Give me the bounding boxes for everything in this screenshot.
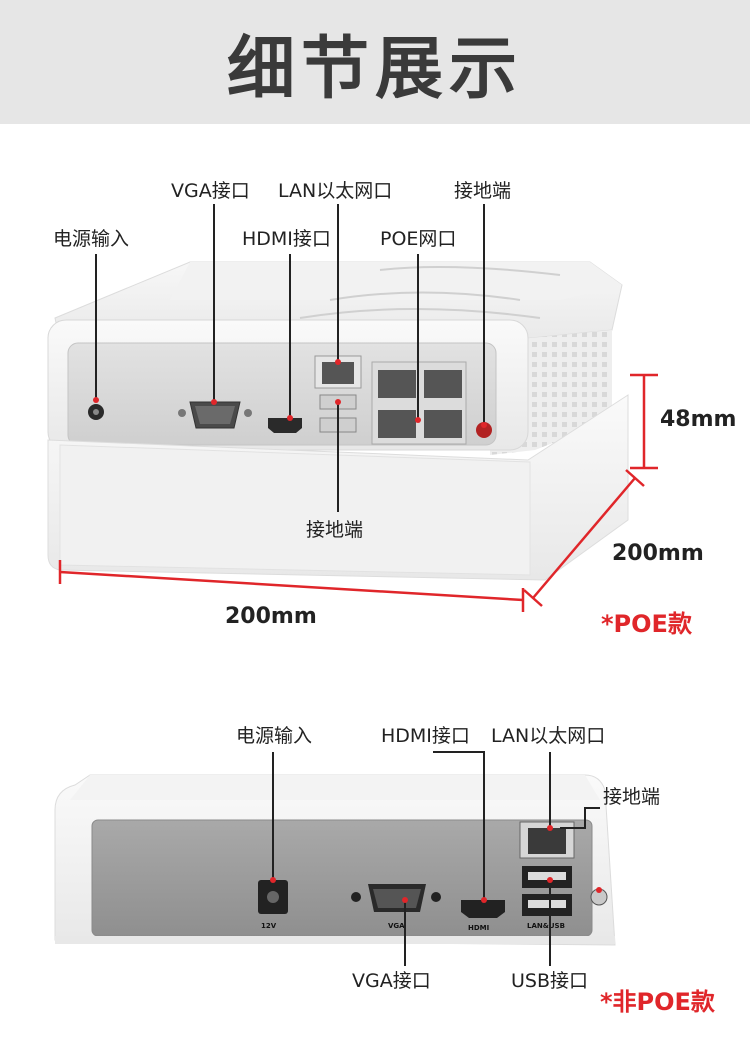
ground-terminal xyxy=(476,422,492,438)
dimension-depth: 200mm xyxy=(612,541,704,566)
lan-port xyxy=(322,362,354,384)
vga-port xyxy=(178,401,252,429)
label-usb-bottom: USB接口 xyxy=(511,970,589,992)
hdmi-port xyxy=(268,418,302,433)
label-vga-top: VGA接口 xyxy=(171,180,250,202)
rear-panel xyxy=(91,819,593,937)
label-poe-port: POE网口 xyxy=(380,228,457,250)
vga-port xyxy=(351,884,441,912)
variant-non-poe: *非POE款 xyxy=(600,988,715,1016)
label-ground-bottom: 接地端 xyxy=(603,786,661,808)
label-lan-bottom: LAN以太网口 xyxy=(491,725,606,747)
hdmi-port xyxy=(461,900,505,918)
dimension-width: 200mm xyxy=(225,604,317,629)
dimension-height: 48mm xyxy=(660,407,737,432)
panel-mark-power: 12V xyxy=(261,922,277,930)
label-hdmi-bottom: HDMI接口 xyxy=(381,725,470,747)
poe-nvr-device xyxy=(47,204,658,612)
non-poe-nvr-device: 12V VGA HDMI LAN&USB xyxy=(54,751,616,966)
header-banner: 细节展示 xyxy=(0,0,750,124)
panel-mark-vga: VGA xyxy=(388,922,405,930)
dimension-lines xyxy=(58,373,658,612)
label-power-top: 电源输入 xyxy=(53,228,130,250)
label-power-bottom: 电源输入 xyxy=(236,725,313,747)
page-title: 细节展示 xyxy=(226,29,523,109)
label-vga-bottom: VGA接口 xyxy=(352,970,431,992)
label-ground-bottom-top: 接地端 xyxy=(306,519,364,541)
label-ground-top: 接地端 xyxy=(454,180,512,202)
label-hdmi-top: HDMI接口 xyxy=(242,228,331,250)
variant-poe: *POE款 xyxy=(601,610,692,638)
panel-mark-lanusb: LAN&USB xyxy=(527,922,565,930)
lan-port xyxy=(528,828,566,854)
panel-mark-hdmi: HDMI xyxy=(468,924,489,932)
label-lan-top: LAN以太网口 xyxy=(278,180,393,202)
